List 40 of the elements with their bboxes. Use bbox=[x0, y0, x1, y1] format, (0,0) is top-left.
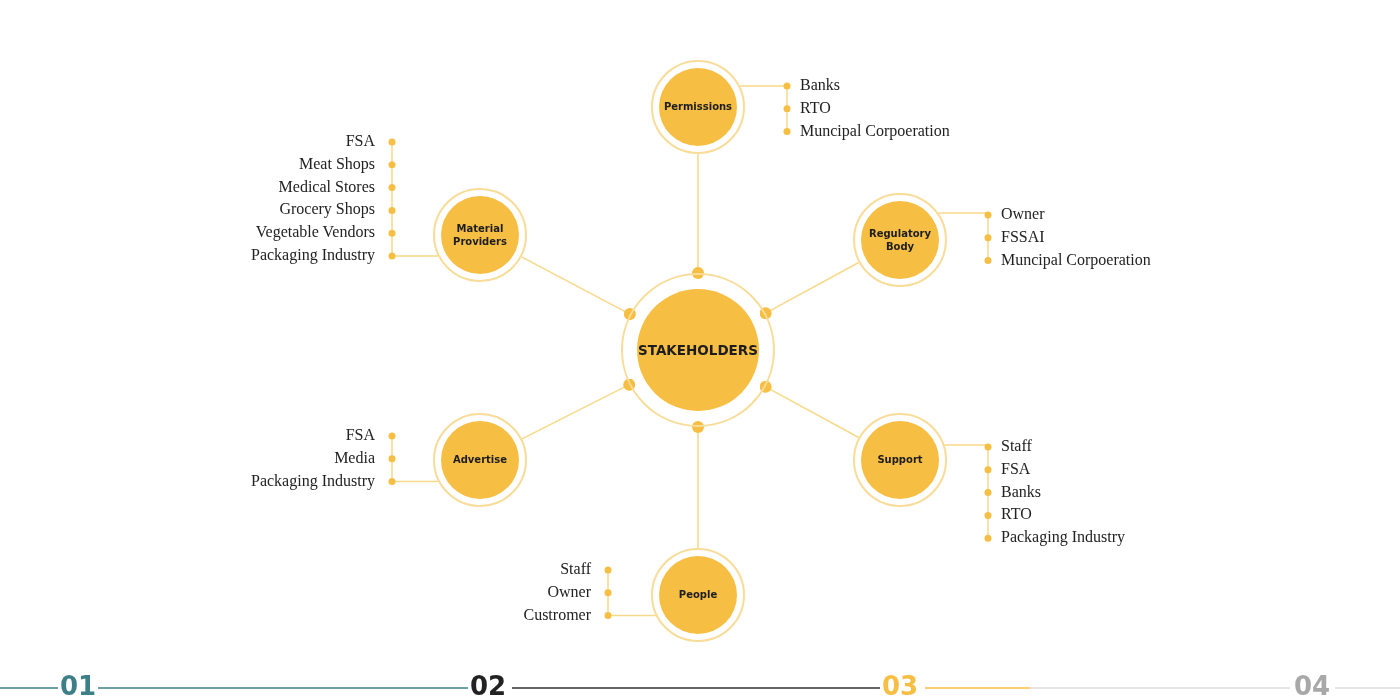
list-item: RTO bbox=[1001, 505, 1032, 524]
connector-line bbox=[521, 378, 636, 440]
list-item: Packaging Industry bbox=[251, 246, 375, 264]
circle-label: STAKEHOLDERS bbox=[638, 340, 758, 360]
list-item: Grocery Shops bbox=[279, 200, 375, 219]
circle-label: Permissions bbox=[663, 100, 733, 114]
list-item: FSSAI bbox=[1001, 227, 1045, 246]
connector-line bbox=[520, 256, 636, 321]
list-item: Staff bbox=[560, 560, 591, 578]
list-item: FSA bbox=[345, 426, 375, 444]
step-number: 03 bbox=[882, 672, 919, 700]
circle-label: Advertise bbox=[452, 453, 508, 467]
step-number: 01 bbox=[60, 672, 97, 700]
connector-line bbox=[759, 261, 860, 320]
connector-line bbox=[692, 153, 704, 279]
list-item: Media bbox=[334, 448, 375, 467]
list-item: Staff bbox=[1001, 437, 1032, 455]
list-item: Packaging Industry bbox=[1001, 528, 1125, 547]
list-item: Custromer bbox=[523, 605, 591, 624]
list-item: Packaging Industry bbox=[251, 471, 375, 490]
step-number: 04 bbox=[1294, 672, 1331, 700]
list-item: FSA bbox=[1001, 459, 1031, 478]
list-item: Muncipal Corpoeration bbox=[800, 121, 950, 140]
list-item: Owner bbox=[547, 582, 591, 601]
step-number: 02 bbox=[470, 672, 507, 700]
connector-line bbox=[759, 380, 860, 439]
list-item: Vegetable Vendors bbox=[255, 223, 375, 242]
circle-label: Support bbox=[877, 453, 923, 467]
circle-label: Regulatory Body bbox=[867, 226, 932, 254]
list-item: Medical Stores bbox=[278, 177, 375, 196]
list-item: RTO bbox=[800, 98, 831, 117]
list-item: Muncipal Corpoeration bbox=[1001, 250, 1151, 269]
list-item: Banks bbox=[800, 76, 840, 94]
circle-label: Material Providers bbox=[452, 221, 508, 249]
list-item: Meat Shops bbox=[299, 154, 375, 173]
list-item: Owner bbox=[1001, 205, 1045, 223]
connector-line bbox=[692, 421, 704, 549]
list-item: FSA bbox=[345, 132, 375, 150]
list-item: Banks bbox=[1001, 482, 1041, 501]
circle-label: People bbox=[678, 588, 718, 602]
